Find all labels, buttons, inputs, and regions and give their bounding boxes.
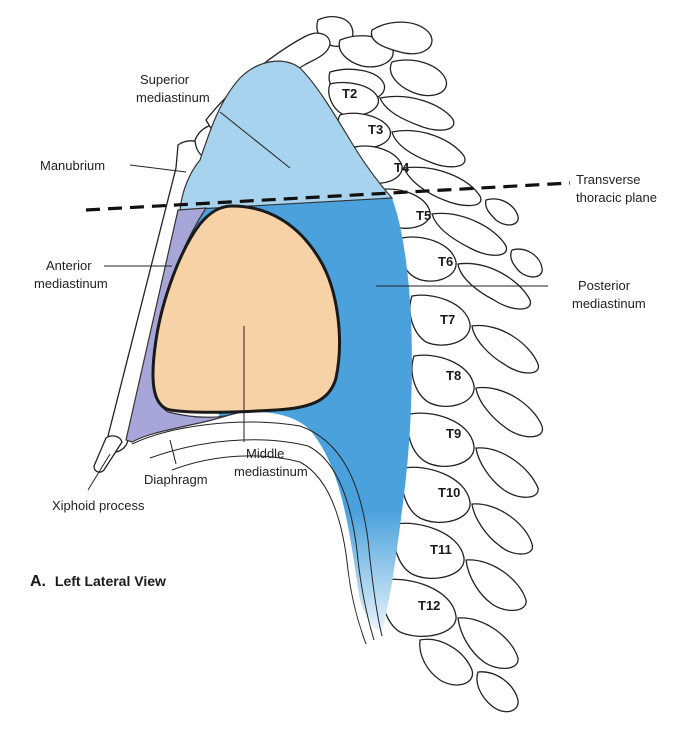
vertebra-label-t3: T3 [368,122,383,137]
middle-mediastinum-label-2: mediastinum [234,464,308,479]
view-caption: A. Left Lateral View [30,573,166,590]
vertebra-label-t10: T10 [438,485,460,500]
anterior-mediastinum-label: Anterior [46,258,92,273]
anterior-mediastinum-label-2: mediastinum [34,276,108,291]
view-title: Left Lateral View [55,573,166,589]
posterior-mediastinum-label: Posterior [578,278,631,293]
vertebra-label-t11: T11 [430,542,452,557]
manubrium-label: Manubrium [40,158,105,173]
transverse-plane-label: Transverse [576,172,641,187]
diaphragm-label: Diaphragm [144,472,208,487]
posterior-mediastinum-label-2: mediastinum [572,296,646,311]
vertebra-label-t7: T7 [440,312,455,327]
superior-mediastinum-label-2: mediastinum [136,90,210,105]
vertebra-label-t4: T4 [394,160,410,175]
vertebra-label-t12: T12 [418,598,440,613]
middle-mediastinum-label: Middle [246,446,284,461]
vertebra-label-t5: T5 [416,208,431,223]
transverse-plane-label-2: thoracic plane [576,190,657,205]
superior-mediastinum-label: Superior [140,72,190,87]
diaphragm-leader [170,440,176,464]
view-letter: A. [30,573,46,590]
vertebra-label-t2: T2 [342,86,357,101]
xiphoid-process-label: Xiphoid process [52,498,145,513]
vertebra-label-t9: T9 [446,426,461,441]
vertebra-label-t6: T6 [438,254,453,269]
vertebra-label-t8: T8 [446,368,461,383]
